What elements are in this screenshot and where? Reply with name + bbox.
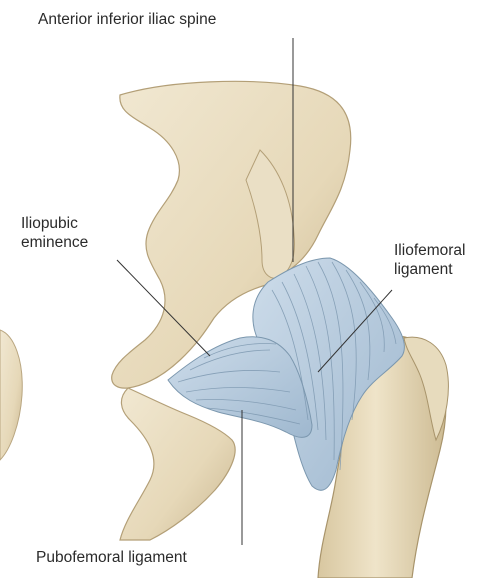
- label-pubofemoral-ligament: Pubofemoral ligament: [36, 548, 187, 567]
- label-pubofemoral-text: Pubofemoral ligament: [36, 548, 187, 567]
- label-iliofemoral-line2: ligament: [394, 260, 466, 279]
- label-iliopubic-eminence: Iliopubic eminence: [21, 214, 88, 252]
- label-aiis-text: Anterior inferior iliac spine: [38, 10, 216, 29]
- label-iliopubic-line2: eminence: [21, 233, 88, 252]
- pubic-bone-fragment: [0, 330, 22, 460]
- label-iliopubic-line1: Iliopubic: [21, 214, 88, 233]
- label-anterior-inferior-iliac-spine: Anterior inferior iliac spine: [38, 10, 216, 29]
- label-iliofemoral-line1: Iliofemoral: [394, 241, 466, 260]
- label-iliofemoral-ligament: Iliofemoral ligament: [394, 241, 466, 279]
